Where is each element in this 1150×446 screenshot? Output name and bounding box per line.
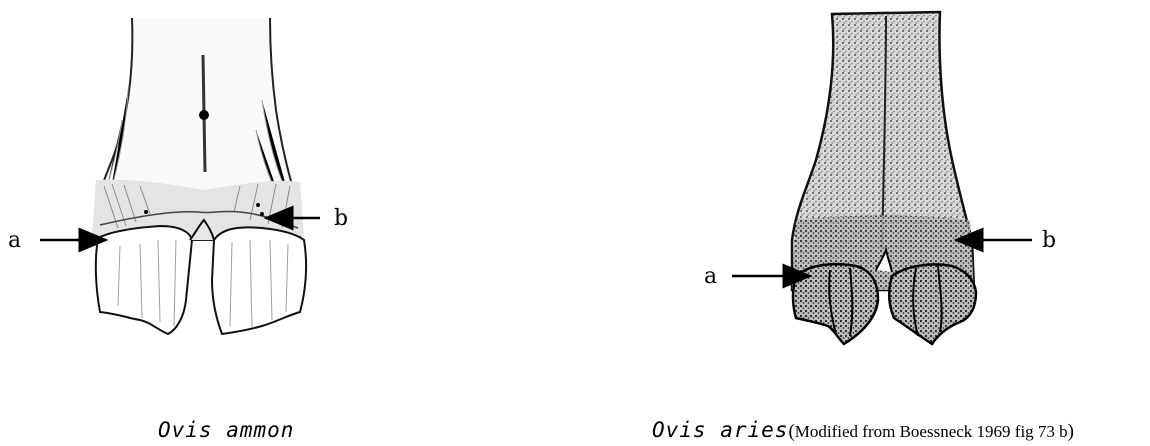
label-a-ammon: a	[8, 230, 21, 252]
source-note: Modified from Boessneck 1969 fig 73 b	[795, 422, 1068, 441]
ovis-ammon-panel: a b	[0, 0, 560, 446]
ovis-ammon-metapodial-drawing	[0, 0, 560, 446]
ovis-aries-panel: a b	[560, 0, 1150, 446]
label-a-aries: a	[704, 266, 717, 288]
label-b-aries: b	[1042, 230, 1056, 252]
ovis-aries-species-name: Ovis aries	[652, 418, 788, 442]
caption-paren-close: )	[1068, 421, 1074, 442]
ovis-aries-metapodial-drawing	[560, 0, 1150, 446]
ovis-aries-caption: Ovis aries(Modified from Boessneck 1969 …	[652, 418, 1074, 444]
ovis-ammon-caption: Ovis ammon	[158, 418, 294, 442]
ovis-ammon-species-name: Ovis ammon	[158, 418, 294, 442]
label-b-ammon: b	[334, 208, 348, 230]
